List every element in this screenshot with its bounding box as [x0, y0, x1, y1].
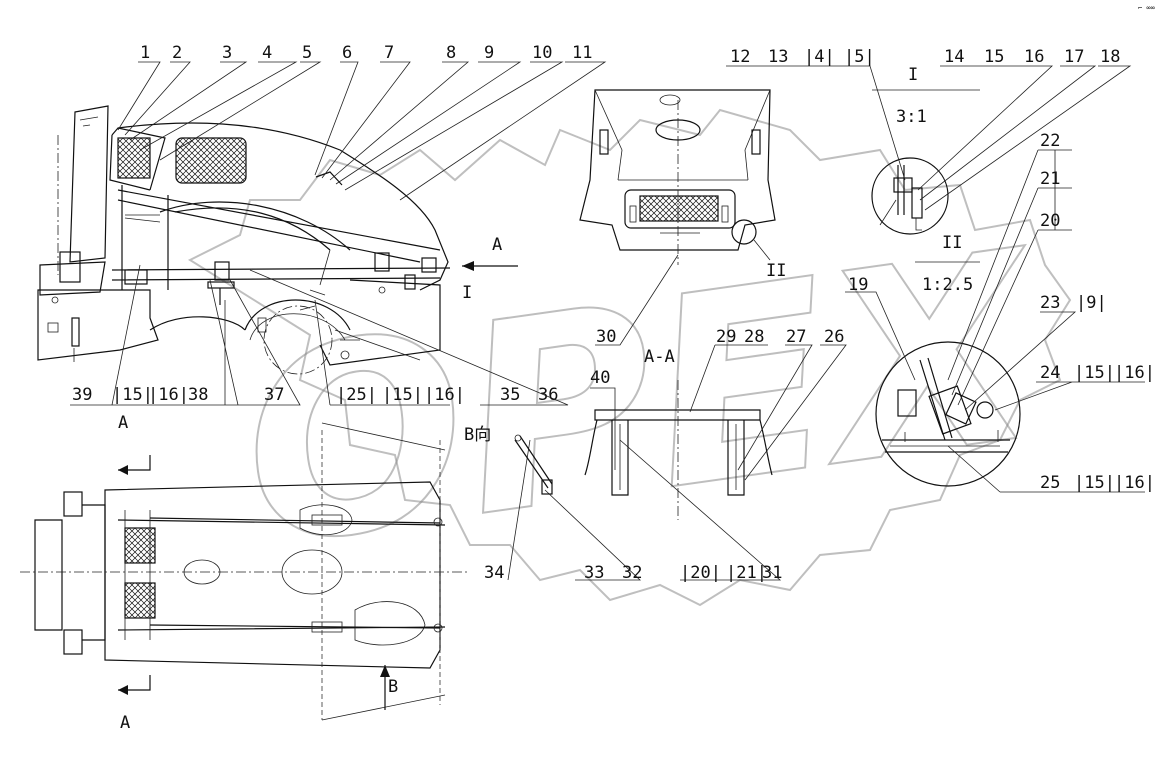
callout-9: 9 [484, 43, 494, 63]
callout-15d: |15| [1074, 473, 1115, 493]
callout-21: |21| [726, 563, 767, 583]
callout-39: 39 [72, 385, 92, 405]
detail-ii: II 1:2.5 22 21 20 19 23 |9| 24 |15| |16|… [845, 131, 1155, 493]
side-grille-front [117, 137, 151, 179]
detail-ii-title: II [942, 233, 962, 253]
callout-20b: 20 [1040, 211, 1060, 231]
strut-detail [514, 434, 553, 495]
front-view: II [579, 89, 786, 281]
callout-9b: |9| [1076, 293, 1107, 313]
callout-22: 22 [1040, 131, 1060, 151]
detail-i-marker: I [462, 283, 472, 303]
side-view: A I [37, 105, 518, 375]
callout-26: 26 [824, 327, 844, 347]
callout-19: 19 [848, 275, 868, 295]
top-view: B A B向 [20, 422, 491, 733]
callout-16c: |16| [1114, 363, 1155, 383]
view-b-title: B向 [464, 425, 491, 445]
callouts-middle: 30 29 28 27 26 40 34 33 32 |20| |21| 31 [484, 254, 847, 583]
view-arrow-b-label: B [388, 677, 398, 697]
callout-1: 1 [140, 43, 150, 63]
callout-10: 10 [532, 43, 552, 63]
callout-14: 14 [944, 47, 964, 67]
detail-i-scale: 3:1 [896, 107, 927, 127]
callouts-bottom-left: 39 |15| |16| 38 37 |25| |15| |16| 35 36 … [70, 264, 569, 433]
callout-25b: 25 [1040, 473, 1060, 493]
callout-30: 30 [596, 327, 616, 347]
callout-16: 16 [1024, 47, 1044, 67]
view-a-bottom-label: A [120, 713, 130, 733]
callout-32: 32 [622, 563, 642, 583]
detail-i-title: I [908, 65, 918, 85]
callout-20: |20| [680, 563, 721, 583]
callouts-top-left: 1 2 3 4 5 6 7 8 9 10 11 [117, 43, 607, 201]
callout-25: |25| [336, 385, 377, 405]
callout-29: 29 [716, 327, 736, 347]
callout-24: 24 [1040, 363, 1060, 383]
callout-5: 5 [302, 43, 312, 63]
callout-23: 23 [1040, 293, 1060, 313]
callout-37: 37 [264, 385, 284, 405]
watermark-gear-outline [187, 108, 1072, 607]
section-aa: A-A [584, 347, 773, 520]
top-grille-1 [124, 527, 156, 564]
callout-15a: |15| [112, 385, 153, 405]
callout-5b: |5| [844, 47, 875, 67]
callout-21b: 21 [1040, 169, 1060, 189]
callout-33: 33 [584, 563, 604, 583]
callout-28: 28 [744, 327, 764, 347]
callout-15: 15 [984, 47, 1004, 67]
callout-3: 3 [222, 43, 232, 63]
callout-18: 18 [1100, 47, 1120, 67]
detail-ii-scale: 1:2.5 [922, 275, 973, 295]
callout-40: 40 [590, 368, 610, 388]
side-grille-rear [175, 137, 247, 184]
callout-15c: |15| [1074, 363, 1115, 383]
front-grille [639, 195, 719, 222]
callout-38: 38 [188, 385, 208, 405]
callout-4b: |4| [804, 47, 835, 67]
section-aa-title: A-A [644, 347, 675, 367]
view-a-top-label: A [118, 413, 128, 433]
callout-12: 12 [730, 47, 750, 67]
callout-31: 31 [762, 563, 782, 583]
view-arrow-a-label: A [492, 235, 502, 255]
callout-6: 6 [342, 43, 352, 63]
callout-16a: |16| [148, 385, 189, 405]
callout-16d: |16| [1114, 473, 1155, 493]
callout-7: 7 [384, 43, 394, 63]
callout-15b: |15| [382, 385, 423, 405]
detail-ii-marker: II [766, 261, 786, 281]
callout-17: 17 [1064, 47, 1084, 67]
callout-34: 34 [484, 563, 504, 583]
callout-36: 36 [538, 385, 558, 405]
callout-2: 2 [172, 43, 182, 63]
callout-27: 27 [786, 327, 806, 347]
callout-4: 4 [262, 43, 272, 63]
callout-35: 35 [500, 385, 520, 405]
corner-mark: ⌐ ∞∞ [1138, 4, 1155, 12]
top-grille-2 [124, 582, 156, 619]
callout-11: 11 [572, 43, 592, 63]
detail-i: I 3:1 12 13 |4| |5| 14 15 16 17 18 [726, 47, 1132, 235]
watermark: OPEX [187, 108, 1072, 607]
callout-8: 8 [446, 43, 456, 63]
callout-13: 13 [768, 47, 788, 67]
callout-16b: |16| [424, 385, 465, 405]
